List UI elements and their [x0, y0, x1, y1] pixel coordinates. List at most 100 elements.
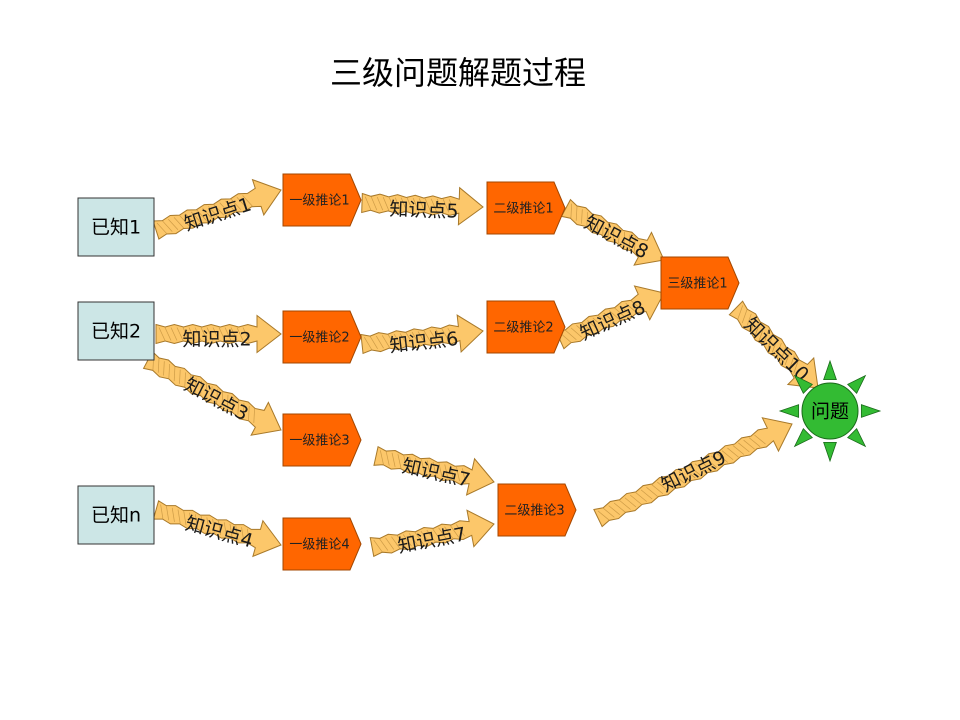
arrow-stripe	[426, 529, 436, 542]
inference-shape	[282, 310, 362, 364]
knowledge-point-label: 知识点9	[658, 447, 730, 497]
arrow-stripe	[218, 520, 222, 535]
arrow-stripe	[405, 332, 414, 346]
arrow-stripe	[246, 528, 250, 544]
arrow-stripe	[619, 305, 632, 316]
arrow-stripe	[430, 198, 438, 213]
arrow-stripe	[789, 355, 795, 370]
inference-label: 一级推论4	[289, 538, 349, 553]
arrow-stripe	[678, 471, 691, 481]
arrow-stripe	[662, 479, 674, 489]
arrow-stripe	[754, 434, 766, 445]
arrow-stripe	[185, 213, 196, 225]
arrow-stripe	[170, 327, 178, 341]
arrow-stripe	[176, 327, 184, 341]
knowledge-point-label: 知识点8	[577, 296, 649, 345]
arrow-stripe	[763, 330, 769, 345]
arrow-stripe	[200, 380, 202, 396]
arrow-stripe	[397, 454, 402, 469]
arrow-stripe	[230, 198, 242, 210]
knowledge-arrow	[360, 314, 484, 355]
arrow-stripe	[408, 533, 418, 546]
sun-ray	[823, 441, 837, 463]
sun-ray	[847, 374, 867, 394]
arrow-stripe	[189, 375, 192, 390]
knowledge-point-label: 知识点4	[183, 513, 255, 553]
arrow-stripe	[435, 329, 444, 342]
arrow-stripe	[156, 222, 167, 234]
arrow-stripe	[417, 331, 426, 344]
arrow-stripe	[158, 327, 166, 341]
arrow-stripe	[375, 335, 384, 349]
arrow-stripe	[402, 534, 412, 547]
arrow-stripe	[232, 397, 234, 412]
arrow-stripe	[171, 507, 175, 522]
arrow-shape	[373, 445, 495, 496]
known-box	[77, 301, 155, 361]
arrow-stripe	[226, 394, 229, 410]
known-node: 已知1	[77, 197, 155, 257]
sun-ray	[847, 428, 867, 448]
arrow-stripe	[208, 206, 219, 218]
arrow-stripe	[179, 369, 181, 384]
arrow-stripe	[253, 408, 255, 424]
arrow-stripe	[242, 403, 245, 418]
arrow-stripe	[394, 197, 402, 211]
arrow-stripe	[450, 525, 459, 538]
knowledge-arrow	[142, 350, 282, 436]
arrow-stripe	[748, 437, 761, 447]
inference-label: 一级推论3	[289, 434, 349, 449]
arrow-stripe	[373, 539, 383, 552]
arrow-stripe	[570, 327, 583, 338]
arrow-shape	[152, 178, 282, 240]
sun-ray	[793, 374, 813, 394]
arrow-stripe	[400, 197, 408, 212]
arrow-stripe	[447, 328, 456, 341]
knowledge-arrow	[373, 445, 495, 496]
arrow-stripe	[218, 327, 226, 341]
knowledge-arrow	[361, 186, 484, 226]
knowledge-point-label: 知识点2	[182, 329, 251, 351]
arrow-stripe	[411, 331, 420, 345]
arrow-stripe	[759, 326, 765, 341]
arrow-stripe	[237, 400, 239, 415]
arrow-stripe	[168, 219, 179, 231]
inference-shape	[486, 300, 566, 354]
arrow-stripe	[379, 538, 389, 551]
arrow-stripe	[592, 317, 604, 328]
knowledge-point-label: 知识点7	[400, 455, 472, 491]
arrow-stripe	[619, 500, 631, 510]
knowledge-point-label: 知识点5	[389, 198, 459, 222]
arrow-stripe	[646, 487, 658, 497]
arrow-stripe	[793, 359, 799, 374]
arrow-stripe	[379, 450, 384, 465]
arrow-shape	[593, 417, 793, 528]
known-box	[77, 485, 155, 545]
arrow-stripe	[624, 497, 637, 508]
arrow-stripe	[776, 343, 782, 357]
arrow-stripe	[421, 459, 425, 474]
goal-circle	[801, 382, 859, 440]
arrow-shape	[360, 314, 484, 355]
arrow-stripe	[236, 327, 244, 341]
arrow-stripe	[420, 530, 430, 544]
arrow-stripe	[587, 320, 599, 331]
arrow-stripe	[721, 450, 734, 461]
inference-label: 二级推论3	[504, 504, 564, 519]
arrow-stripe	[628, 234, 631, 249]
arrow-shape	[142, 350, 282, 436]
arrow-stripe	[397, 535, 406, 548]
arrow-stripe	[630, 300, 643, 311]
arrow-stripe	[586, 212, 588, 227]
arrow-stripe	[391, 536, 401, 549]
arrow-stripe	[609, 310, 621, 321]
known-label: 已知n	[91, 505, 141, 527]
arrow-stripe	[746, 313, 752, 328]
arrow-stripe	[640, 489, 653, 500]
inference-shape	[282, 413, 362, 467]
arrow-stripe	[657, 481, 669, 492]
arrow-stripe	[235, 525, 239, 540]
arrow-stripe	[456, 524, 465, 537]
arrow-stripe	[177, 509, 181, 524]
